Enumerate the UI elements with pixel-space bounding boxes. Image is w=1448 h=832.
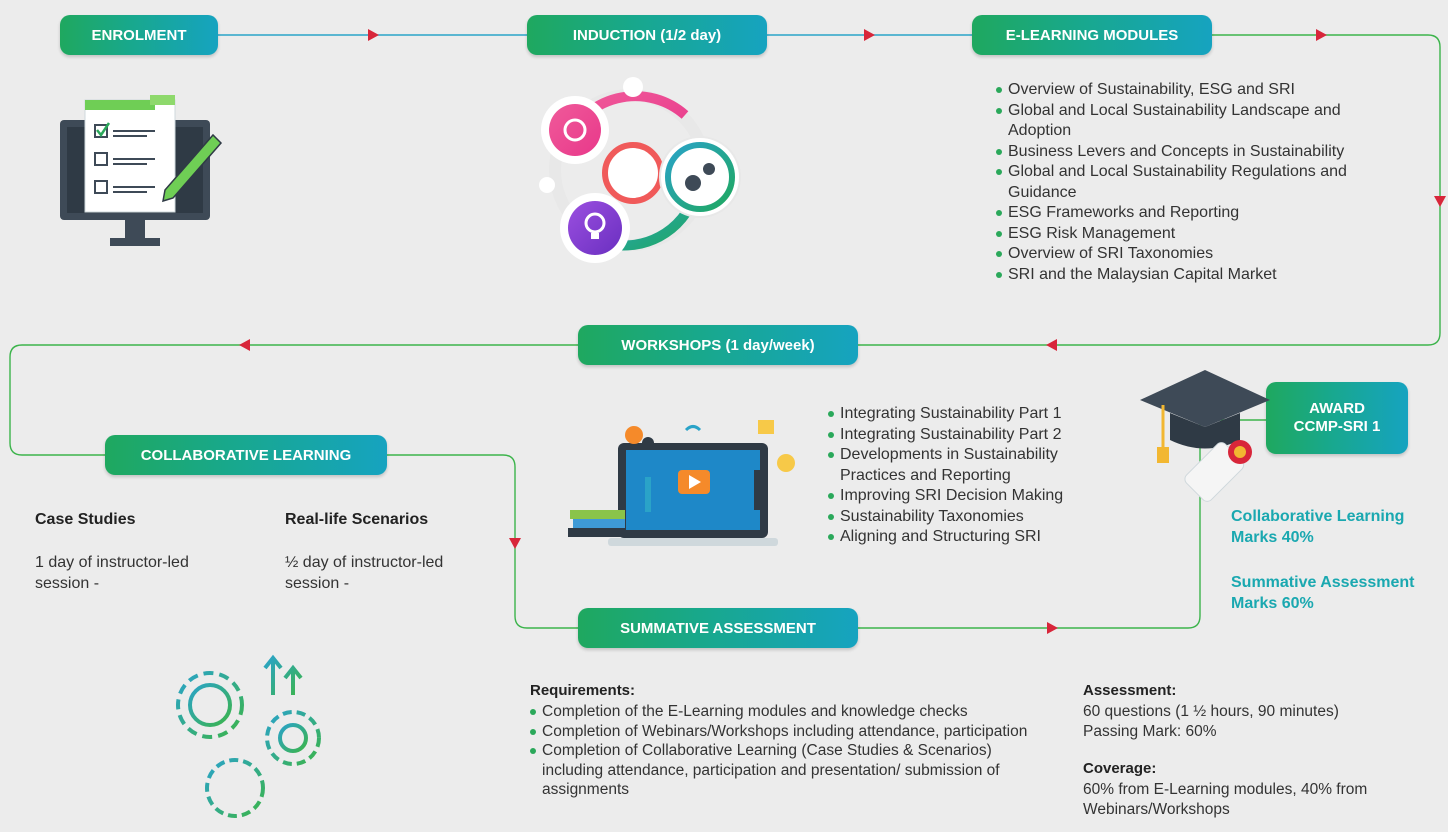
- requirements-list: Completion of the E-Learning modules and…: [530, 702, 1050, 800]
- stage-collaborative: COLLABORATIVE LEARNING: [105, 435, 387, 475]
- list-item: Developments in Sustainability Practices…: [828, 445, 1098, 486]
- coverage-text: 60% from E-Learning modules, 40% from We…: [1083, 781, 1368, 818]
- case-studies-title: Case Studies: [35, 511, 136, 528]
- computer-checklist-icon: [60, 95, 223, 246]
- arrow-down-1: [1434, 196, 1446, 207]
- summative-marks: Summative Assessment Marks 60%: [1231, 574, 1415, 612]
- award-line2: CCMP-SRI 1: [1293, 418, 1381, 435]
- list-item: Integrating Sustainability Part 1: [828, 404, 1098, 425]
- connector-summative-award: [855, 419, 1268, 629]
- assessment-title: Assessment:: [1083, 682, 1177, 699]
- stage-induction: INDUCTION (1/2 day): [527, 15, 767, 55]
- list-item: Completion of Webinars/Workshops includi…: [530, 722, 1050, 742]
- workshop-topic-list: Integrating Sustainability Part 1 Integr…: [828, 404, 1098, 548]
- connector-elearning-workshops: [855, 34, 1441, 346]
- arrow-left-1: [1046, 339, 1057, 351]
- list-item: Completion of Collaborative Learning (Ca…: [530, 741, 1050, 800]
- list-item: SRI and the Malaysian Capital Market: [996, 265, 1401, 286]
- stage-enrolment: ENROLMENT: [60, 15, 218, 55]
- list-item: Overview of SRI Taxonomies: [996, 244, 1401, 265]
- stage-award: AWARD CCMP-SRI 1: [1266, 382, 1408, 454]
- gears-arrows-icon: [176, 654, 321, 818]
- list-item: Sustainability Taxonomies: [828, 507, 1098, 528]
- list-item: Global and Local Sustainability Regulati…: [996, 162, 1401, 203]
- stage-summative: SUMMATIVE ASSESSMENT: [578, 608, 858, 648]
- requirements-title: Requirements:: [530, 682, 636, 699]
- award-line1: AWARD: [1309, 400, 1365, 417]
- arrow-right-2: [864, 29, 875, 41]
- assessment-line2: Passing Mark: 60%: [1083, 723, 1217, 740]
- connector-collab-summative: [385, 454, 580, 629]
- list-item: Global and Local Sustainability Landscap…: [996, 101, 1401, 142]
- list-item: ESG Frameworks and Reporting: [996, 203, 1401, 224]
- list-item: Aligning and Structuring SRI: [828, 527, 1098, 548]
- elearning-module-list: Overview of Sustainability, ESG and SRI …: [996, 80, 1401, 285]
- graduation-cap-diploma-icon: [1140, 370, 1270, 502]
- induction-cycle-icon: [539, 77, 741, 263]
- list-item: Improving SRI Decision Making: [828, 486, 1098, 507]
- list-item: Completion of the E-Learning modules and…: [530, 702, 1050, 722]
- arrow-left-2: [239, 339, 250, 351]
- laptop-video-workshop-icon: [568, 420, 795, 546]
- coverage-title: Coverage:: [1083, 760, 1157, 777]
- stage-elearning: E-LEARNING MODULES: [972, 15, 1212, 55]
- case-studies-desc: 1 day of instructor-led session -: [35, 554, 189, 592]
- arrow-down-2: [509, 538, 521, 549]
- list-item: ESG Risk Management: [996, 224, 1401, 245]
- list-item: Overview of Sustainability, ESG and SRI: [996, 80, 1401, 101]
- real-life-title: Real-life Scenarios: [285, 511, 429, 528]
- collab-marks: Collaborative Learning Marks 40%: [1231, 508, 1405, 546]
- assessment-line1: 60 questions (1 ½ hours, 90 minutes): [1083, 703, 1339, 720]
- arrow-right-4: [1047, 622, 1058, 634]
- connector-workshops-collab: [9, 344, 580, 456]
- arrow-right-3: [1316, 29, 1327, 41]
- real-life-desc: ½ day of instructor-led session -: [285, 554, 444, 592]
- list-item: Integrating Sustainability Part 2: [828, 425, 1098, 446]
- stage-workshops: WORKSHOPS (1 day/week): [578, 325, 858, 365]
- arrow-right-1: [368, 29, 379, 41]
- list-item: Business Levers and Concepts in Sustaina…: [996, 142, 1401, 163]
